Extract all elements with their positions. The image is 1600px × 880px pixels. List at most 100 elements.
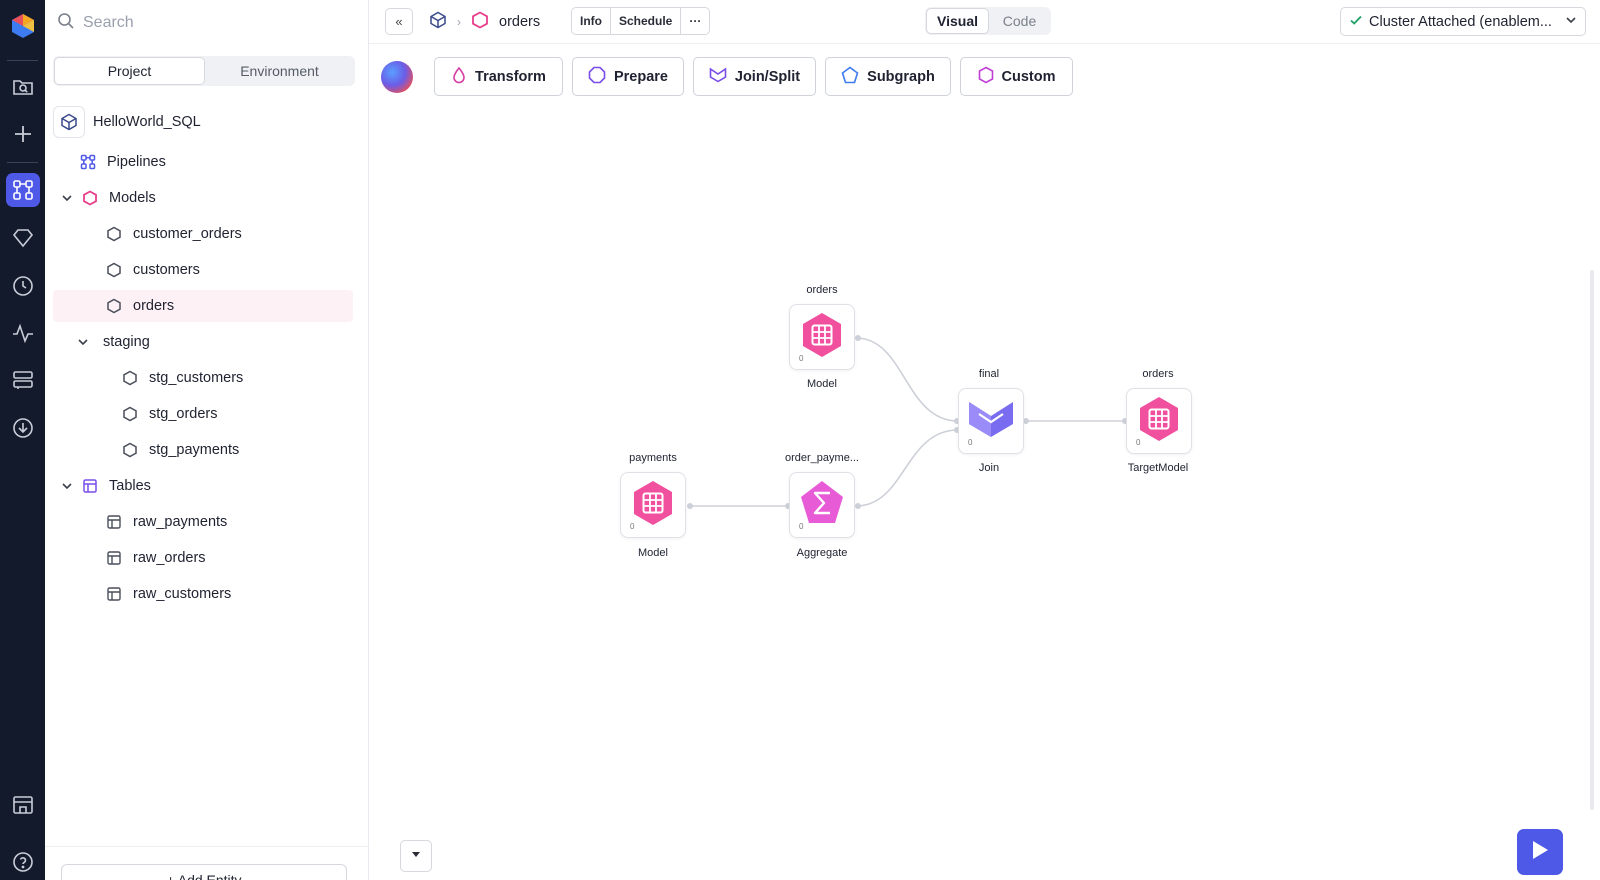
gems-diamond-icon[interactable] (6, 221, 40, 255)
download-icon[interactable] (6, 411, 40, 445)
tree-item-customers[interactable]: customers (53, 254, 353, 286)
tree-item-raw-payments[interactable]: raw_payments (53, 506, 353, 538)
node-payments-model[interactable]: 0 (620, 472, 686, 538)
datasets-icon[interactable] (6, 363, 40, 397)
table-icon (81, 477, 99, 495)
node-type: Aggregate (796, 547, 848, 559)
hexagon-outline-icon (121, 441, 139, 459)
app-logo-icon[interactable] (6, 9, 40, 43)
node-title: final (978, 368, 1000, 380)
project-cube-icon[interactable] (429, 11, 447, 33)
tree-item-tables[interactable]: Tables (53, 470, 353, 502)
hexagon-outline-icon (121, 369, 139, 387)
cluster-dropdown[interactable]: Cluster Attached (enablem... (1340, 7, 1586, 36)
node-count: 0 (630, 522, 635, 531)
check-icon (1349, 13, 1363, 31)
panel-tabs: Project Environment (53, 56, 355, 86)
tree-item-customer-orders[interactable]: customer_orders (53, 218, 353, 250)
tree-item-orders[interactable]: orders (53, 290, 353, 322)
play-icon (1530, 839, 1550, 866)
tree-item-stg-payments[interactable]: stg_payments (53, 434, 353, 466)
tree-item-label: stg_payments (149, 442, 240, 458)
chevron-down-icon (1565, 14, 1577, 30)
port-payments-out (687, 503, 693, 509)
hexagon-outline-icon (105, 225, 123, 243)
hexagon-outline-icon (105, 297, 123, 315)
join-split-gem-button[interactable]: Join/Split (693, 57, 816, 96)
gem-label: Transform (475, 68, 546, 85)
tree-item-label: customers (133, 262, 200, 278)
observability-pulse-icon[interactable] (6, 316, 40, 350)
join-split-icon (709, 67, 727, 87)
top-bar: « › orders Info Schedule ··· Visual Code… (369, 0, 1600, 44)
search-box[interactable] (57, 10, 357, 36)
port-orders-out (855, 335, 861, 341)
left-rail (0, 0, 45, 880)
tab-project[interactable]: Project (54, 57, 205, 85)
tab-environment[interactable]: Environment (240, 63, 319, 79)
pipelines-icon (79, 153, 97, 171)
search-input[interactable] (83, 14, 323, 32)
prepare-gem-button[interactable]: Prepare (572, 57, 684, 96)
node-type: Join (978, 462, 1000, 474)
project-header[interactable]: HelloWorld_SQL (53, 106, 353, 138)
history-clock-icon[interactable] (6, 269, 40, 303)
node-orders-model[interactable]: 0 (789, 304, 855, 370)
gem-palette-logo[interactable] (381, 61, 413, 93)
chevron-down-icon[interactable] (59, 480, 75, 492)
edge-orders-to-final (855, 337, 959, 422)
prepare-octagon-icon (588, 66, 606, 88)
create-new-icon[interactable] (6, 117, 40, 151)
project-cube-icon (53, 106, 85, 138)
tree-item-label: stg_customers (149, 370, 244, 386)
tree-item-raw-customers[interactable]: raw_customers (53, 578, 353, 610)
tree-item-label: raw_orders (133, 550, 206, 566)
subgraph-gem-button[interactable]: Subgraph (825, 57, 951, 96)
chevron-down-icon[interactable] (59, 192, 75, 204)
more-options-button[interactable]: ··· (689, 14, 702, 28)
transform-gem-button[interactable]: Transform (434, 57, 563, 96)
table-outline-icon (105, 549, 123, 567)
chevron-down-icon[interactable] (75, 336, 91, 348)
node-count: 0 (799, 354, 804, 363)
tree-item-models[interactable]: Models (53, 182, 353, 214)
hexagon-outline-icon (121, 405, 139, 423)
help-question-icon[interactable] (6, 845, 40, 879)
cluster-status: Cluster Attached (enablem... (1369, 13, 1552, 30)
project-name: HelloWorld_SQL (93, 114, 201, 130)
tree-item-stg-customers[interactable]: stg_customers (53, 362, 353, 394)
collapse-panel-button[interactable]: « (385, 8, 413, 35)
schedule-button[interactable]: Schedule (611, 8, 682, 34)
breadcrumb-separator: › (457, 15, 461, 29)
node-title: order_payme... (785, 452, 859, 464)
transform-droplet-icon (451, 66, 467, 88)
tree-item-raw-orders[interactable]: raw_orders (53, 542, 353, 574)
browse-projects-icon[interactable] (6, 70, 40, 104)
table-node-icon (798, 311, 846, 364)
tree-item-stg-orders[interactable]: stg_orders (53, 398, 353, 430)
custom-gem-button[interactable]: Custom (960, 57, 1073, 96)
tab-code[interactable]: Code (1002, 13, 1037, 29)
subgraph-pentagon-icon (841, 66, 859, 88)
node-order-payments-aggregate[interactable]: 0 (789, 472, 855, 538)
node-final-join[interactable]: 0 (958, 388, 1024, 454)
add-entity-button[interactable]: + Add Entity (61, 864, 347, 880)
tree-item-label: Models (109, 190, 156, 206)
tree-item-staging[interactable]: staging (53, 326, 353, 358)
tree-item-pipelines[interactable]: Pipelines (53, 146, 353, 178)
table-node-icon (1135, 395, 1183, 448)
table-outline-icon (105, 585, 123, 603)
run-pipeline-button[interactable] (1517, 829, 1563, 875)
canvas-options-dropdown[interactable] (400, 840, 432, 872)
info-button[interactable]: Info (572, 8, 611, 34)
tab-visual[interactable]: Visual (926, 8, 989, 34)
marketplace-store-icon[interactable] (6, 788, 40, 822)
canvas-scrollbar[interactable] (1590, 270, 1594, 810)
node-orders-target[interactable]: 0 (1126, 388, 1192, 454)
pipelines-nav-icon[interactable] (6, 173, 40, 207)
node-type: TargetModel (1127, 462, 1189, 474)
tree-item-label: raw_payments (133, 514, 228, 530)
table-outline-icon (105, 513, 123, 531)
panel-divider (45, 846, 369, 847)
